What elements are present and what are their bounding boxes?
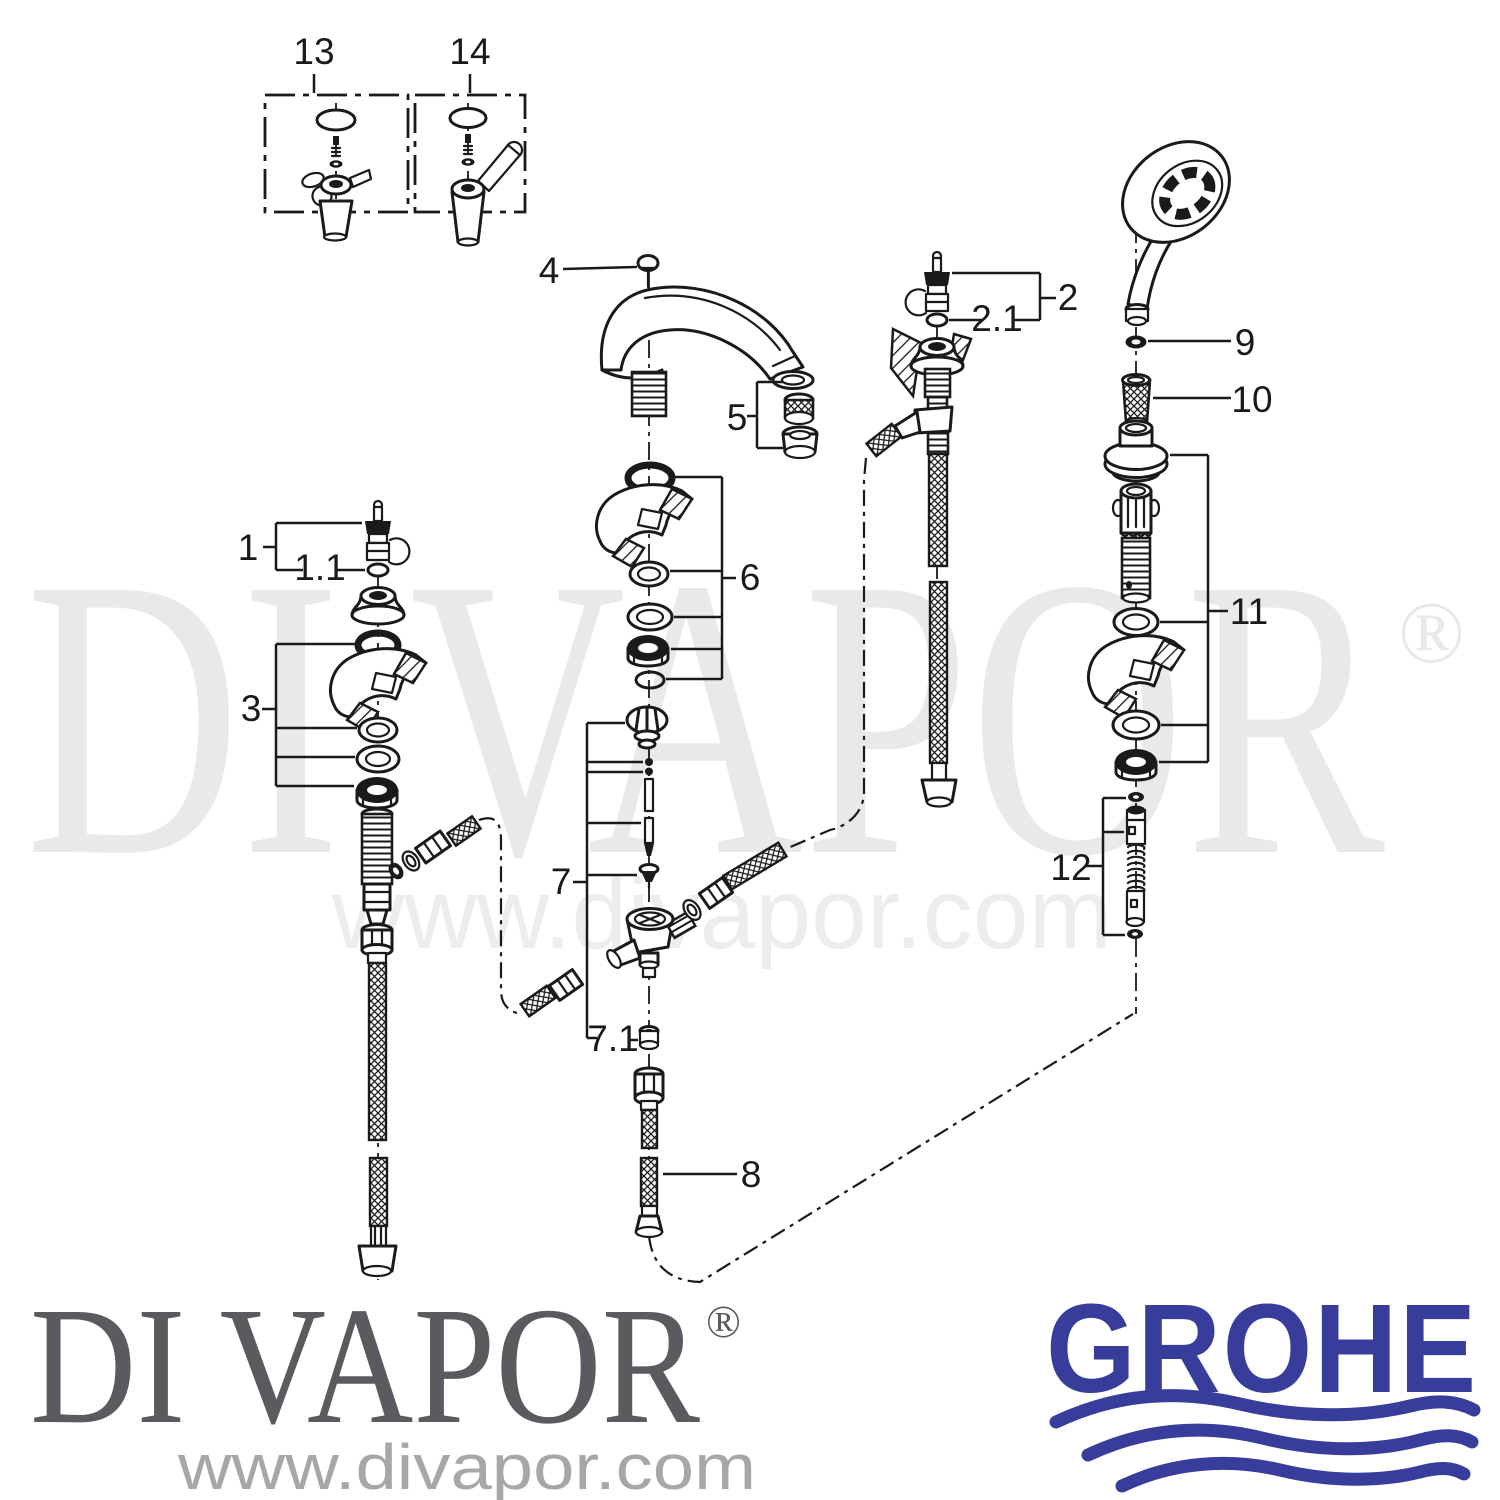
watermark-url: www.divapor.com	[331, 858, 1112, 970]
divapor-logo-text: DI VAPOR	[30, 1273, 700, 1459]
callout-8: 8	[741, 1154, 762, 1195]
callout-2-1: 2.1	[971, 298, 1022, 339]
part-13-cross-handle-kit	[263, 93, 410, 242]
part-12-check-valve	[1125, 792, 1147, 939]
divapor-url: www.divapor.com	[177, 1431, 756, 1500]
callout-6: 6	[740, 557, 761, 598]
part-3-mounting-set	[328, 629, 428, 810]
callout-1-1: 1.1	[294, 547, 345, 588]
callout-13: 13	[293, 31, 334, 72]
callout-4: 4	[539, 250, 560, 291]
part-9-washer	[1125, 335, 1147, 349]
grohe-logo: GROHE	[1046, 1278, 1481, 1493]
part-2-1-oring	[925, 312, 949, 328]
part-2-supply-hose	[920, 452, 958, 808]
lever-handle	[450, 140, 524, 247]
connector-lines	[478, 457, 1134, 1284]
part-7-diverter	[518, 705, 789, 1018]
callout-7: 7	[551, 861, 572, 902]
callout-7-1: 7.1	[587, 1018, 638, 1059]
part-7-1-nut	[638, 1025, 660, 1051]
part-1-1-oring	[366, 562, 390, 578]
part-4-spout	[599, 254, 805, 418]
cross-handle	[301, 168, 373, 242]
part-2-cartridge	[904, 250, 952, 317]
part-2-valve-body	[864, 327, 973, 458]
callout-14: 14	[449, 31, 490, 72]
callout-12: 12	[1050, 847, 1091, 888]
divapor-registered-icon: ®	[706, 1296, 741, 1347]
callout-11: 11	[1230, 591, 1268, 632]
callout-10: 10	[1231, 379, 1272, 420]
part-11-holder-mounting-set	[1086, 419, 1186, 782]
part-5-aerator-set	[771, 370, 819, 460]
left-valve-body	[360, 807, 483, 926]
part-8-shower-hose	[633, 1066, 665, 1239]
callout-labels: 13 14 4 5 1 1.1 3 6 2 2.1 7 7.1 8 9 10 1…	[238, 31, 1273, 1195]
callout-1: 1	[238, 527, 259, 568]
callout-leader-lines	[262, 74, 1231, 1176]
left-supply-hose	[357, 923, 398, 1278]
handshower	[1121, 140, 1231, 327]
watermark-registered-icon: ®	[1398, 585, 1465, 682]
part-10-check-valve-insert	[1121, 373, 1152, 428]
left-hose-connector	[414, 829, 452, 865]
divapor-logo: DI VAPOR ® www.divapor.com	[30, 1273, 756, 1500]
grohe-wave-3	[1115, 1456, 1471, 1493]
callout-9: 9	[1235, 322, 1256, 363]
grohe-wave-2	[1081, 1423, 1479, 1462]
callout-5: 5	[727, 397, 748, 438]
part-14-lever-handle-kit	[413, 93, 527, 247]
callout-2: 2	[1058, 277, 1079, 318]
grohe-wave-1	[1049, 1389, 1481, 1429]
part-6-mounting-set	[594, 461, 694, 690]
callout-3: 3	[241, 688, 262, 729]
